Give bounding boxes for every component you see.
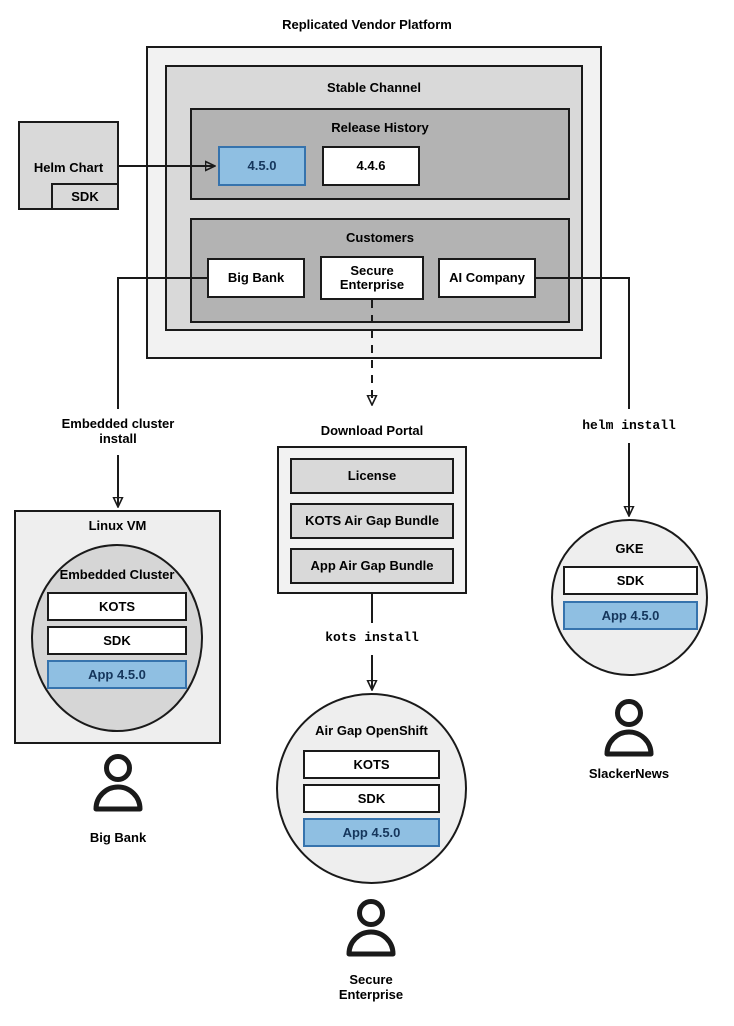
page-title: Replicated Vendor Platform: [282, 17, 452, 32]
edge-label-kots-install: kots install: [325, 630, 419, 645]
stable-channel-title: Stable Channel: [327, 80, 421, 95]
download-portal-artifact-license[interactable]: License: [290, 458, 454, 494]
air-gap-openshift-component-sdk[interactable]: SDK: [303, 784, 440, 813]
actor-label-secure-enterprise: Secure Enterprise: [311, 972, 431, 1002]
person-icon-big-bank: [93, 754, 143, 812]
embedded-cluster-title: Embedded Cluster: [59, 567, 175, 582]
gke-component-app[interactable]: App 4.5.0: [563, 601, 698, 630]
actor-label-line2: Enterprise: [338, 987, 404, 1002]
gke-title: GKE: [615, 541, 644, 556]
linux-vm-title: Linux VM: [88, 518, 147, 533]
customer-box-big-bank[interactable]: Big Bank: [207, 258, 305, 298]
release-box-4-4-6[interactable]: 4.4.6: [322, 146, 420, 186]
helm-chart-sdk-box[interactable]: SDK: [51, 183, 119, 210]
actor-label-slackernews: SlackerNews: [588, 766, 670, 781]
gke-circle: [551, 519, 708, 676]
download-portal-artifact-kots-air-gap-bundle[interactable]: KOTS Air Gap Bundle: [290, 503, 454, 539]
gke-component-sdk[interactable]: SDK: [563, 566, 698, 595]
edge-label-line2: install: [99, 431, 137, 446]
edge-label-embedded-cluster-install: Embedded cluster install: [32, 416, 204, 446]
air-gap-openshift-component-kots[interactable]: KOTS: [303, 750, 440, 779]
linux-vm-component-app[interactable]: App 4.5.0: [47, 660, 187, 689]
customers-title: Customers: [346, 230, 414, 245]
edge-label-helm-install: helm install: [582, 418, 676, 433]
actor-label-big-bank: Big Bank: [89, 830, 147, 845]
release-box-4-5-0[interactable]: 4.5.0: [218, 146, 306, 186]
actor-label-line1: Secure: [349, 972, 393, 987]
download-portal-title: Download Portal: [320, 423, 424, 438]
release-history-title: Release History: [331, 120, 429, 135]
customer-box-ai-company[interactable]: AI Company: [438, 258, 536, 298]
linux-vm-component-kots[interactable]: KOTS: [47, 592, 187, 621]
air-gap-openshift-title: Air Gap OpenShift: [315, 723, 428, 738]
customer-label-line1: Secure: [350, 263, 394, 278]
edge-label-line1: Embedded cluster: [61, 416, 175, 431]
customer-label-line2: Enterprise: [339, 277, 405, 292]
helm-chart-label: Helm Chart: [33, 160, 104, 175]
linux-vm-component-sdk[interactable]: SDK: [47, 626, 187, 655]
customer-box-secure-enterprise[interactable]: Secure Enterprise: [320, 256, 424, 300]
download-portal-artifact-app-air-gap-bundle[interactable]: App Air Gap Bundle: [290, 548, 454, 584]
air-gap-openshift-component-app[interactable]: App 4.5.0: [303, 818, 440, 847]
person-icon-secure-enterprise: [346, 899, 396, 957]
person-icon-slackernews: [604, 699, 654, 757]
